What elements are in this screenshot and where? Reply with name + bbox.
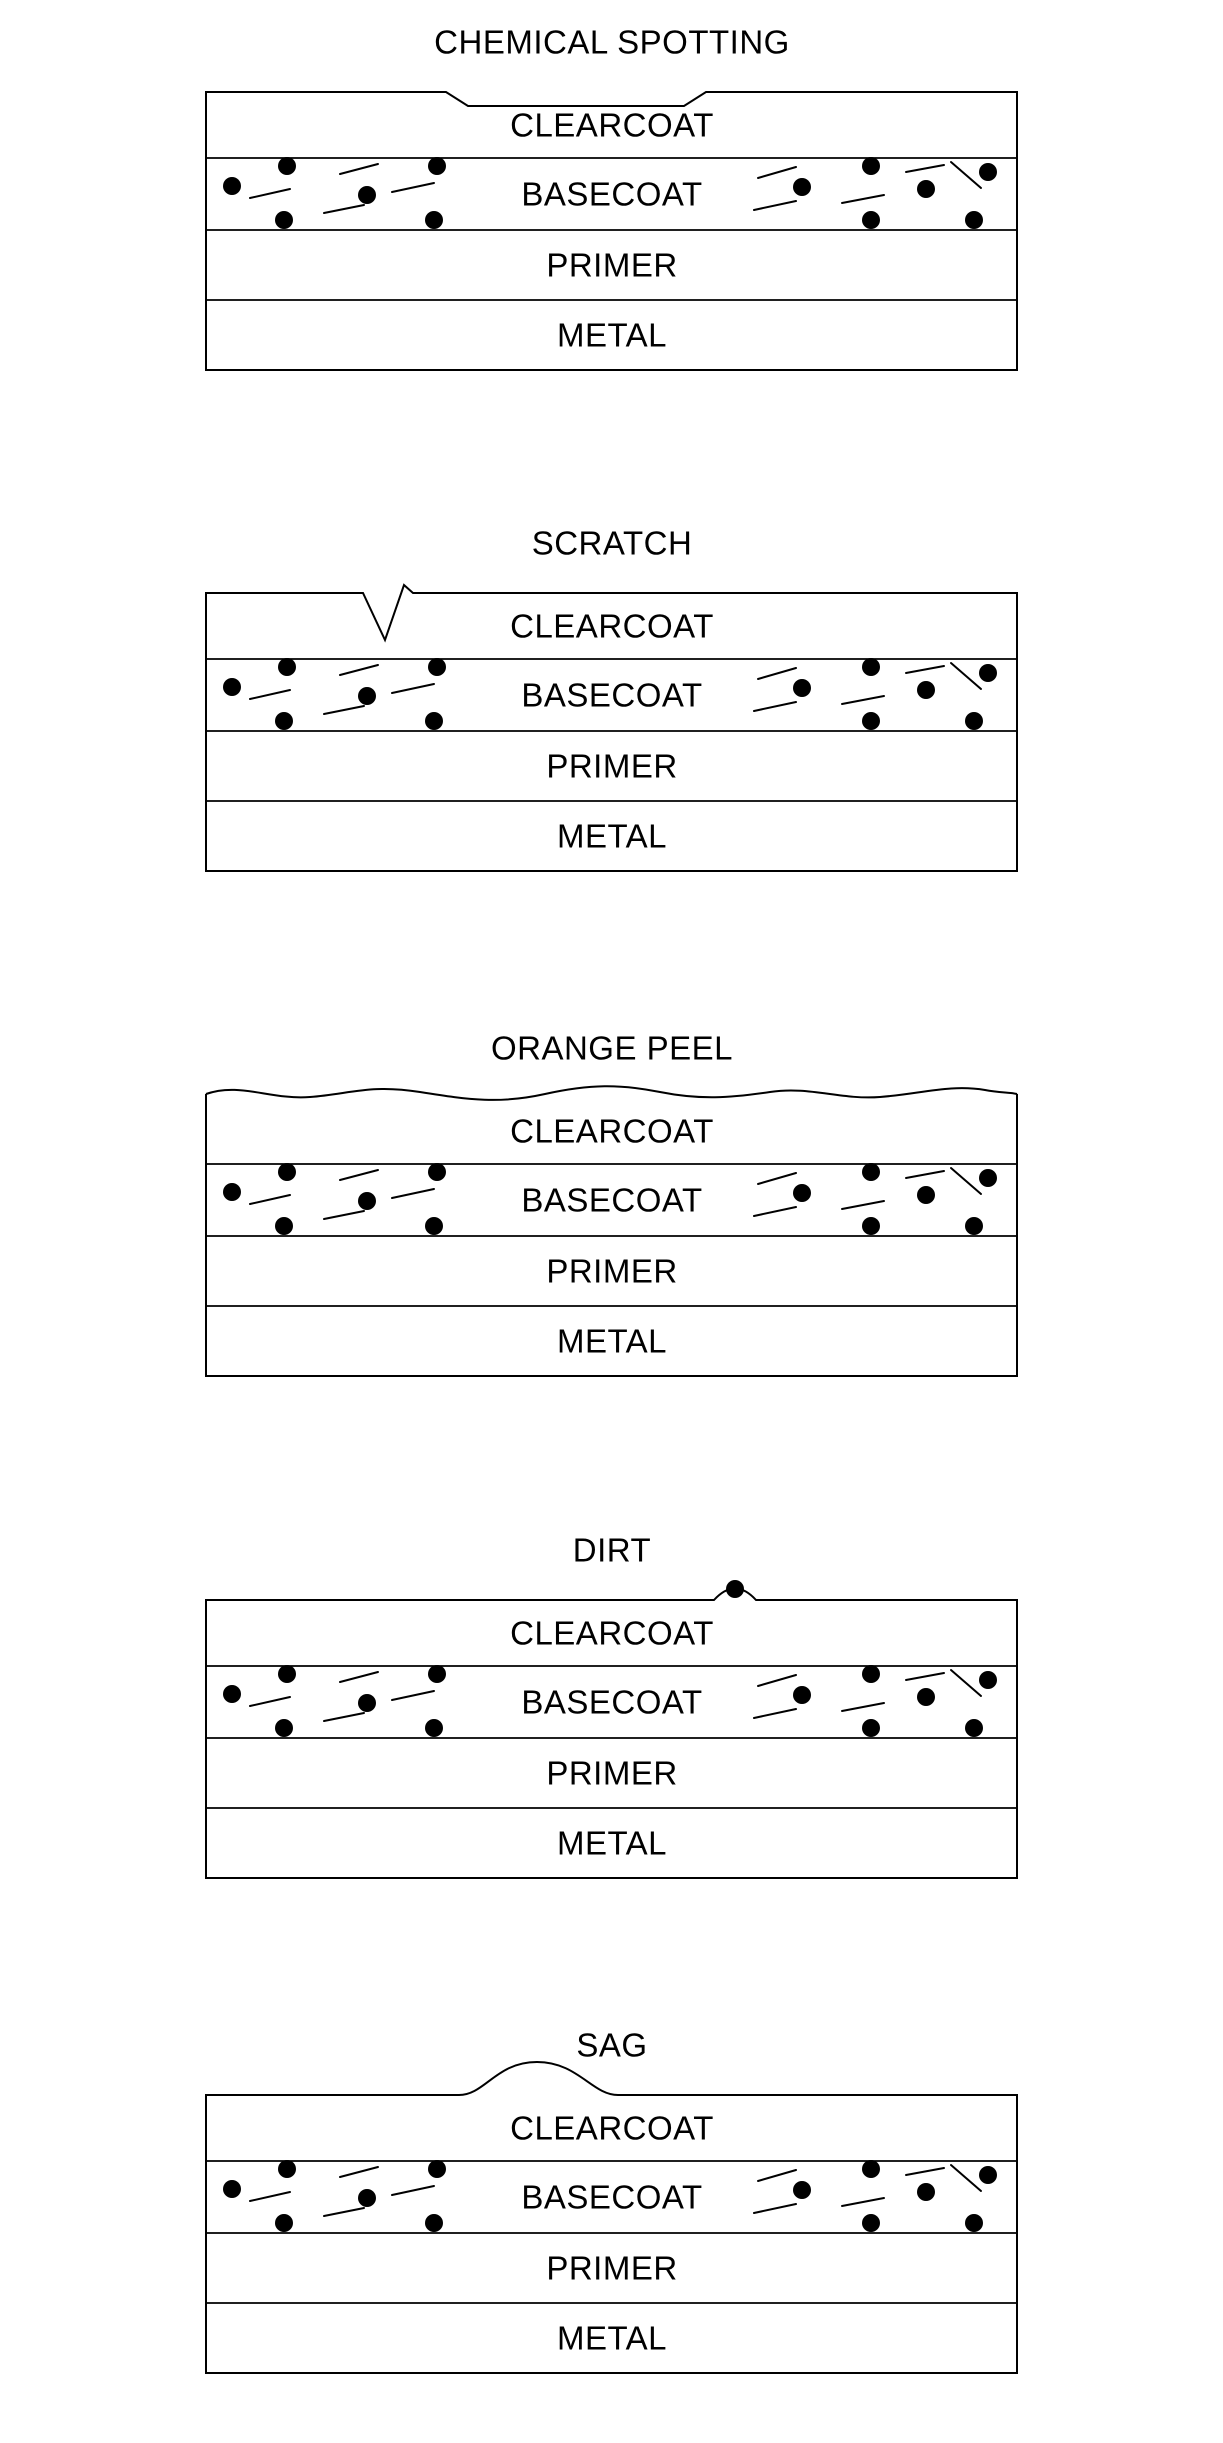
panel-dirt: DIRT CLEARCOAT BASECOAT PRIMER METAL (205, 1532, 1018, 1879)
panel-chemical-spotting: CHEMICAL SPOTTING CLEARCOAT BASECOAT PRI… (205, 24, 1018, 371)
layer-label-metal: METAL (557, 317, 667, 354)
layer-label-clearcoat: CLEARCOAT (510, 1113, 714, 1150)
layer-label-primer: PRIMER (546, 748, 677, 785)
layer-label-primer: PRIMER (546, 1755, 677, 1792)
layer-label-clearcoat: CLEARCOAT (510, 2110, 714, 2147)
coating-cross-section-outline (205, 583, 1018, 872)
coating-cross-section-outline (205, 1094, 1018, 1377)
layer-label-metal: METAL (557, 2320, 667, 2357)
layer-label-basecoat: BASECOAT (521, 176, 702, 213)
panel-scratch: SCRATCH CLEARCOAT BASECOAT PRIMER METAL (205, 525, 1018, 872)
panel-orange-peel: ORANGE PEEL CLEARCOAT BASECOAT PRIMER ME… (205, 1030, 1018, 1377)
layer-label-primer: PRIMER (546, 2250, 677, 2287)
panel-sag: SAG CLEARCOAT BASECOAT PRIMER METAL (205, 2027, 1018, 2374)
coating-cross-section-outline (205, 91, 1018, 371)
layer-label-metal: METAL (557, 1323, 667, 1360)
layer-label-basecoat: BASECOAT (521, 677, 702, 714)
layer-label-primer: PRIMER (546, 1253, 677, 1290)
orange-peel-wavy-surface (205, 1085, 1018, 1101)
layer-label-basecoat: BASECOAT (521, 2179, 702, 2216)
panel-title: CHEMICAL SPOTTING (434, 24, 790, 61)
layer-label-basecoat: BASECOAT (521, 1182, 702, 1219)
panel-title: ORANGE PEEL (491, 1030, 733, 1067)
dirt-particle-dot (726, 1580, 744, 1598)
coating-cross-section-outline (205, 2060, 1018, 2374)
panel-title: SAG (576, 2027, 647, 2064)
layer-label-metal: METAL (557, 818, 667, 855)
layer-label-clearcoat: CLEARCOAT (510, 107, 714, 144)
layer-label-metal: METAL (557, 1825, 667, 1862)
layer-label-clearcoat: CLEARCOAT (510, 608, 714, 645)
layer-label-primer: PRIMER (546, 247, 677, 284)
layer-label-basecoat: BASECOAT (521, 1684, 702, 1721)
panel-title: SCRATCH (532, 525, 693, 562)
layer-label-clearcoat: CLEARCOAT (510, 1615, 714, 1652)
panel-title: DIRT (573, 1532, 651, 1569)
